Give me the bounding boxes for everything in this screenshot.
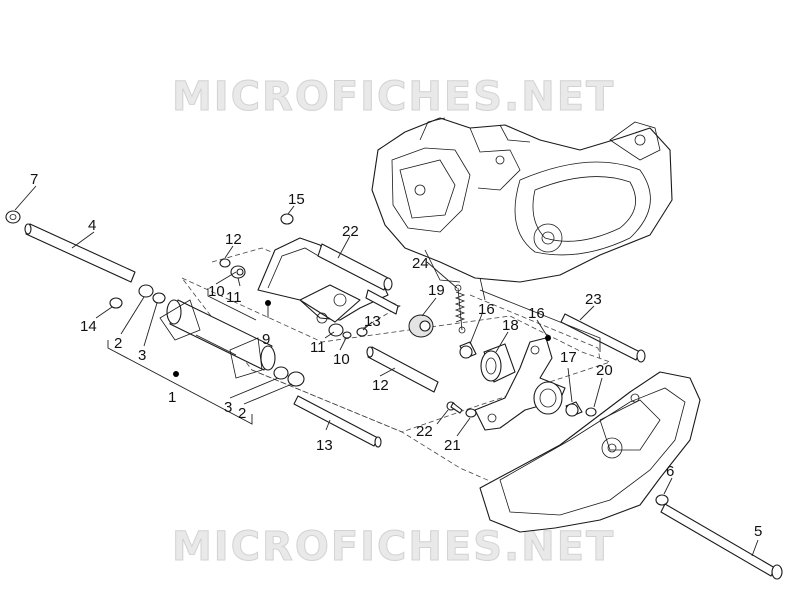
callout-18: 19 bbox=[428, 282, 445, 299]
marker-dot bbox=[265, 300, 271, 306]
callout-9-lower: 10 bbox=[333, 351, 350, 368]
spacer-16-right bbox=[565, 401, 583, 417]
washer-11-upper bbox=[219, 258, 231, 268]
group-outline-lower bbox=[251, 369, 493, 483]
callout-24: 24 bbox=[412, 255, 429, 272]
linkage-bracket-22 bbox=[257, 237, 399, 324]
watermark-bottom: MICROFICHES.NET bbox=[172, 524, 615, 570]
washer-14-top bbox=[280, 213, 294, 225]
spacer-16-left bbox=[459, 341, 477, 359]
bushing-2-right bbox=[287, 371, 305, 387]
washer-20 bbox=[465, 408, 477, 418]
engine-assembly bbox=[371, 117, 673, 301]
callout-14-top: 15 bbox=[288, 191, 305, 208]
callout-23: 23 bbox=[585, 291, 602, 308]
group-outline-right bbox=[469, 294, 601, 361]
marker-dot bbox=[173, 371, 179, 377]
callout-8: 9 bbox=[262, 331, 270, 348]
screw-21 bbox=[446, 401, 463, 414]
bolt-5 bbox=[660, 503, 783, 580]
washer-14-left bbox=[109, 297, 123, 309]
callout-3-right: 3 bbox=[224, 399, 232, 416]
callout-1: 1 bbox=[168, 389, 176, 406]
watermark-top: MICROFICHES.NET bbox=[172, 74, 615, 120]
callout-21: 22 bbox=[416, 423, 433, 440]
callout-10-lower: 11 bbox=[310, 339, 326, 356]
bushing-2-left bbox=[138, 284, 154, 298]
callout-11-upper: 12 bbox=[225, 231, 242, 248]
bracket-plate-15 bbox=[474, 337, 566, 431]
callout-20: 21 bbox=[444, 437, 461, 454]
leader-lines bbox=[14, 185, 759, 557]
swing-arm-1 bbox=[159, 299, 276, 379]
callout-11-lower: 13 bbox=[364, 313, 381, 330]
bushing-3-right bbox=[273, 366, 289, 380]
callout-19: 20 bbox=[596, 362, 613, 379]
callout-13: 13 bbox=[316, 437, 333, 454]
callout-10-upper: 11 bbox=[226, 289, 242, 306]
bushing-3-left bbox=[152, 292, 166, 304]
callout-5: 5 bbox=[754, 523, 762, 540]
frame-bracket bbox=[479, 371, 701, 533]
callout-22: 22 bbox=[342, 223, 359, 240]
group-outline-outer bbox=[181, 277, 612, 433]
callout-6: 6 bbox=[666, 463, 674, 480]
callout-17: 18 bbox=[502, 317, 519, 334]
callout-14-left: 14 bbox=[80, 318, 97, 335]
washer-6 bbox=[655, 494, 669, 506]
pin-12 bbox=[366, 346, 439, 393]
spring-24 bbox=[454, 284, 466, 334]
bolt-23 bbox=[560, 313, 646, 363]
shaft-4 bbox=[24, 223, 136, 283]
callout-12: 12 bbox=[372, 377, 389, 394]
callout-labels: 7 4 14 2 3 1 3 2 15 12 11 10 22 9 11 10 … bbox=[30, 171, 762, 540]
callout-2-right: 2 bbox=[238, 405, 246, 422]
callout-16-right: 17 bbox=[560, 349, 577, 366]
callout-2-left: 2 bbox=[114, 335, 122, 352]
marker-dot bbox=[545, 335, 551, 341]
silent-block-17 bbox=[480, 343, 516, 383]
washer-11-lower bbox=[356, 327, 368, 337]
bushing-9-lower bbox=[342, 331, 352, 339]
callout-15: 16 bbox=[528, 305, 545, 322]
rubber-bushing-18 bbox=[408, 314, 434, 338]
bushing-9-upper bbox=[236, 268, 244, 276]
callout-7: 7 bbox=[30, 171, 38, 188]
callout-4: 4 bbox=[88, 217, 96, 234]
bolt-13 bbox=[293, 395, 382, 448]
callout-9-upper: 10 bbox=[208, 283, 225, 300]
group-outline-upper bbox=[211, 247, 401, 331]
callout-3-left: 3 bbox=[138, 347, 146, 364]
nut-7 bbox=[5, 210, 21, 224]
o-ring-19 bbox=[585, 407, 597, 417]
callout-16-left: 16 bbox=[478, 301, 495, 318]
